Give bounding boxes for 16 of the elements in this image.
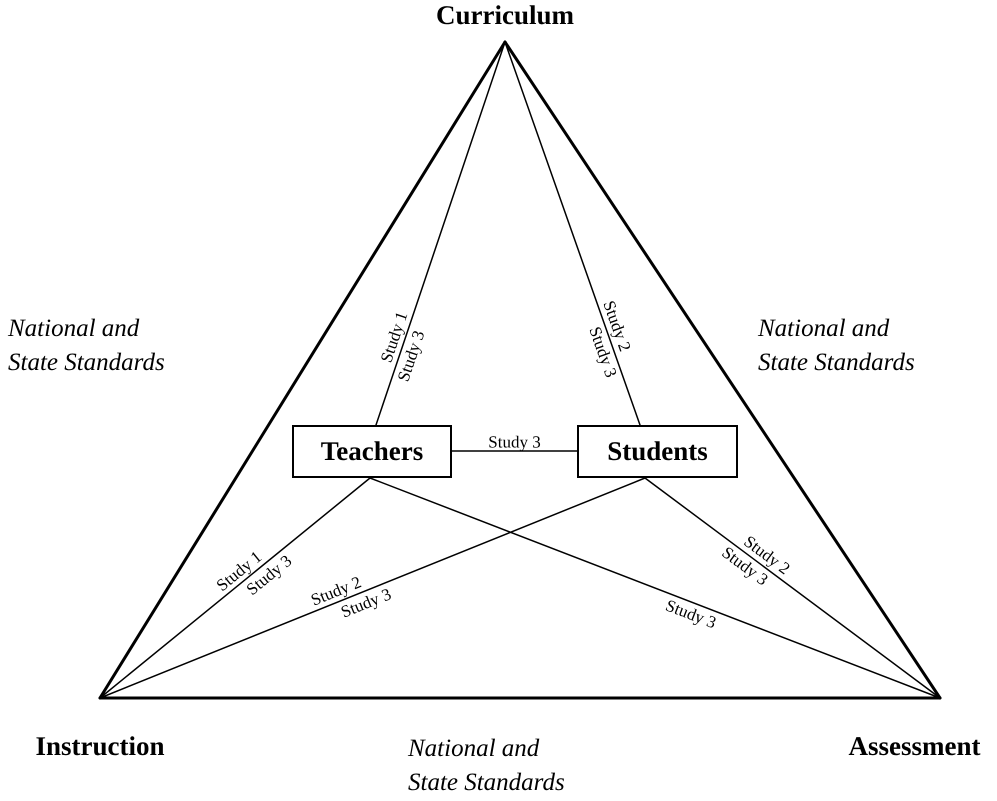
group-box: Teachers [292,425,452,478]
standards-note: National and State Standards [408,734,566,798]
vertex-label: Instruction [15,698,185,764]
connector-line [98,696,942,700]
edge-label: Study 3 [663,596,718,632]
standards-note: National and State Standards [758,314,916,378]
group-box: Students [577,425,738,478]
standards-note: National and State Standards [8,314,166,378]
edge-label: Study 3 [488,434,541,450]
connector-line [369,477,941,699]
connector-line [504,40,942,700]
vertex-label: Curriculum [405,2,605,42]
connector-line [98,40,506,700]
vertex-label: Assessment [832,698,997,764]
connector-line [99,477,646,699]
connector-line [451,450,578,452]
